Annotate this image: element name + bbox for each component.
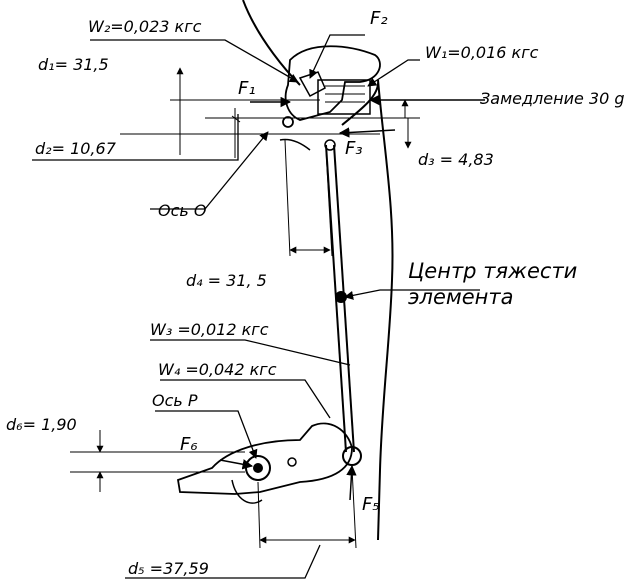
outer-contour-right (341, 79, 394, 541)
label-f2: F₂ (370, 8, 388, 29)
label-w3: W₃ =0,012 кгс (150, 320, 269, 339)
label-center-line1: Центр тяжести (408, 259, 577, 283)
leader-lines (32, 34, 480, 579)
label-f5: F₅ (362, 494, 380, 515)
label-axis-p: Ось Р (152, 391, 198, 410)
label-f3: F₃ (345, 138, 363, 159)
label-d1: d₁= 31,5 (38, 55, 109, 74)
label-d6: d₆= 1,90 (6, 415, 77, 434)
labels: W₂=0,023 кгс F₂ W₁=0,016 кгс d₁= 31,5 F₁… (6, 8, 625, 578)
label-w1: W₁=0,016 кгс (425, 43, 539, 62)
outer-contour-left (242, 0, 301, 86)
force-arrows (219, 94, 485, 501)
label-d3: d₃ = 4,83 (418, 150, 494, 169)
label-d2: d₂= 10,67 (35, 139, 117, 158)
vertical-rod (324, 139, 362, 466)
label-decel: Замедление 30 g (480, 89, 625, 108)
label-w4: W₄ =0,042 кгс (158, 360, 277, 379)
lower-latch (176, 422, 353, 504)
center-of-gravity (335, 291, 347, 303)
label-d5: d₅ =37,59 (128, 559, 209, 578)
label-f6: F₆ (180, 434, 198, 455)
label-w2: W₂=0,023 кгс (88, 17, 202, 36)
label-f1: F₁ (238, 78, 256, 99)
label-axis-o: Ось О (158, 201, 207, 220)
axis-o-pivot (282, 116, 294, 128)
label-d4: d₄ = 31, 5 (186, 271, 267, 290)
dimension-lines (70, 67, 420, 549)
label-center-line2: элемента (408, 285, 513, 309)
